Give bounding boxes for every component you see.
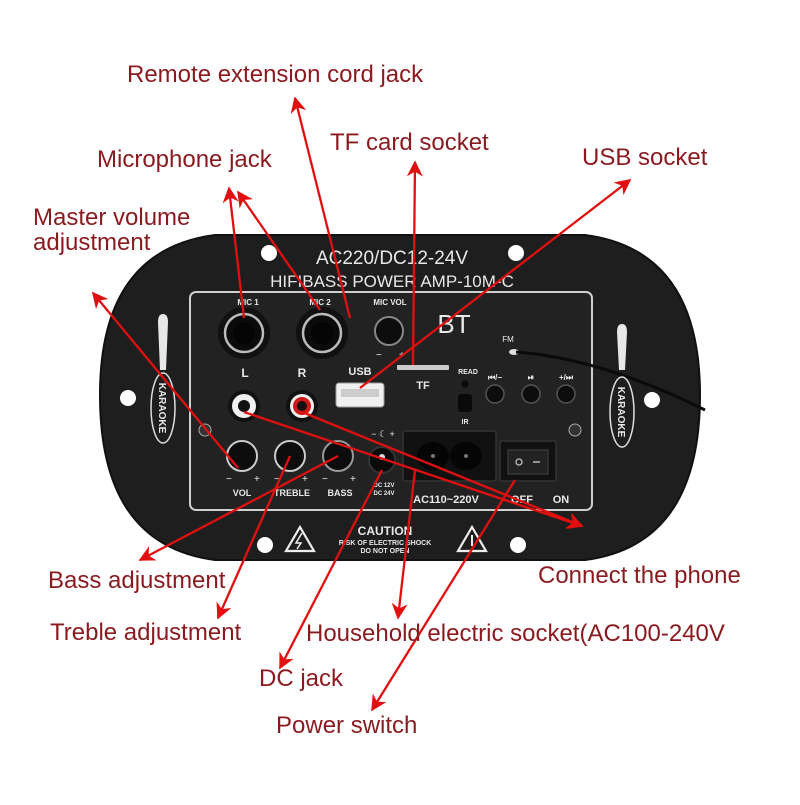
prev-button[interactable] xyxy=(485,384,505,404)
callout-bass-adjustment: Bass adjustment xyxy=(48,567,226,594)
arrow-usb xyxy=(359,179,632,389)
mic2-label: MIC 2 xyxy=(309,298,331,307)
arrow-dc xyxy=(278,469,384,670)
treble-minus: − xyxy=(274,474,280,485)
callout-usb-socket: USB socket xyxy=(582,144,708,171)
mic-vol-label: MIC VOL xyxy=(373,298,406,307)
vol-minus: − xyxy=(226,474,232,485)
rca-left-jack[interactable] xyxy=(228,390,260,422)
plate-title-line1: AC220/DC12-24V xyxy=(316,248,468,269)
callout-remote-extension: Remote extension cord jack xyxy=(127,61,424,88)
next-button[interactable] xyxy=(556,384,576,404)
callout-master-volume: Master volume adjustment xyxy=(33,204,191,257)
plate-title-line2: HIFIBASS POWER AMP-10M-C xyxy=(270,272,514,291)
arrow-power xyxy=(371,479,516,712)
treble-plus: + xyxy=(302,474,308,485)
right-channel-label: R xyxy=(298,366,307,380)
dc-voltage-line2: DC 24V xyxy=(373,491,394,497)
arrow-treble xyxy=(216,455,292,620)
vol-knob[interactable] xyxy=(226,440,258,472)
mounting-hole xyxy=(120,390,136,406)
callout-microphone-jack: Microphone jack xyxy=(97,146,272,173)
tf-label: TF xyxy=(416,380,430,392)
fm-antenna-wire xyxy=(515,350,706,412)
arrow-household xyxy=(391,469,417,620)
callout-power-switch: Power switch xyxy=(276,712,418,739)
ir-label: IR xyxy=(462,419,469,426)
svg-text:KARAOKE: KARAOKE xyxy=(156,383,167,434)
shock-warning-icon xyxy=(284,524,316,553)
read-led-label: READ xyxy=(458,369,478,376)
prev-button-label: ⏮/− xyxy=(488,373,502,382)
mounting-hole xyxy=(644,392,660,408)
arrow-phone-left xyxy=(243,410,584,529)
callout-dc-jack: DC jack xyxy=(259,665,344,692)
usb-label: USB xyxy=(348,366,371,378)
mic-vol-knob[interactable] xyxy=(374,316,404,346)
usb-socket[interactable] xyxy=(335,382,385,408)
caution-line2: RISK OF ELECTRIC SHOCK xyxy=(339,540,432,547)
bass-plus: + xyxy=(350,474,356,485)
caution-line3: DO NOT OPEN xyxy=(360,548,409,555)
next-button-label: +/⏭ xyxy=(559,373,574,382)
mounting-hole xyxy=(261,245,277,261)
screw xyxy=(568,423,582,437)
mounting-hole xyxy=(510,537,526,553)
on-label: ON xyxy=(553,494,570,506)
arrow-tf xyxy=(406,160,423,366)
tf-card-slot[interactable] xyxy=(397,365,449,370)
bass-minus: − xyxy=(322,474,328,485)
callout-connect-phone: Connect the phone xyxy=(538,562,741,589)
ir-receiver xyxy=(458,394,472,412)
left-channel-label: L xyxy=(241,366,248,380)
mounting-hole xyxy=(257,537,273,553)
karaoke-badge-right: KARAOKE xyxy=(609,324,635,448)
read-led xyxy=(461,380,469,388)
arrow-remote xyxy=(290,96,352,319)
arrow-bass xyxy=(138,454,339,562)
callout-tf-card-socket: TF card socket xyxy=(330,129,489,156)
callout-master-volume-line2: adjustment xyxy=(33,229,151,257)
callout-treble-adjustment: Treble adjustment xyxy=(50,619,242,646)
dc-jack[interactable] xyxy=(368,446,396,474)
arrow-phone-right xyxy=(301,410,584,528)
treble-label: TREBLE xyxy=(274,488,310,498)
vol-label: VOL xyxy=(233,488,252,498)
ac-power-socket[interactable] xyxy=(402,430,497,482)
dc-polarity: − ☾ + xyxy=(371,429,395,439)
dc-voltage-line1: DC 12V xyxy=(373,483,394,489)
mic2-jack[interactable] xyxy=(296,307,348,359)
callout-master-volume-line1: Master volume xyxy=(33,204,191,231)
fm-label: FM xyxy=(502,335,514,344)
mic1-label: MIC 1 xyxy=(237,298,259,307)
vol-plus: + xyxy=(254,474,260,485)
karaoke-badge-left: KARAOKE xyxy=(150,314,176,444)
play-button-label: ⏯ xyxy=(528,373,534,382)
play-pause-button[interactable] xyxy=(521,384,541,404)
bass-label: BASS xyxy=(327,488,352,498)
ac-range-label: AC110~220V xyxy=(413,494,479,506)
caution-label: CAUTION xyxy=(358,524,413,538)
arrow-master-vol xyxy=(91,291,239,469)
mic-vol-minus: − xyxy=(376,350,382,361)
power-switch[interactable] xyxy=(499,440,557,482)
arrow-mic2 xyxy=(237,190,321,311)
callout-household-socket: Household electric socket(AC100-240V xyxy=(306,620,725,647)
arrow-mic1 xyxy=(222,186,246,319)
rca-right-jack[interactable] xyxy=(286,390,318,422)
mounting-hole xyxy=(508,245,524,261)
svg-text:KARAOKE: KARAOKE xyxy=(615,387,626,438)
